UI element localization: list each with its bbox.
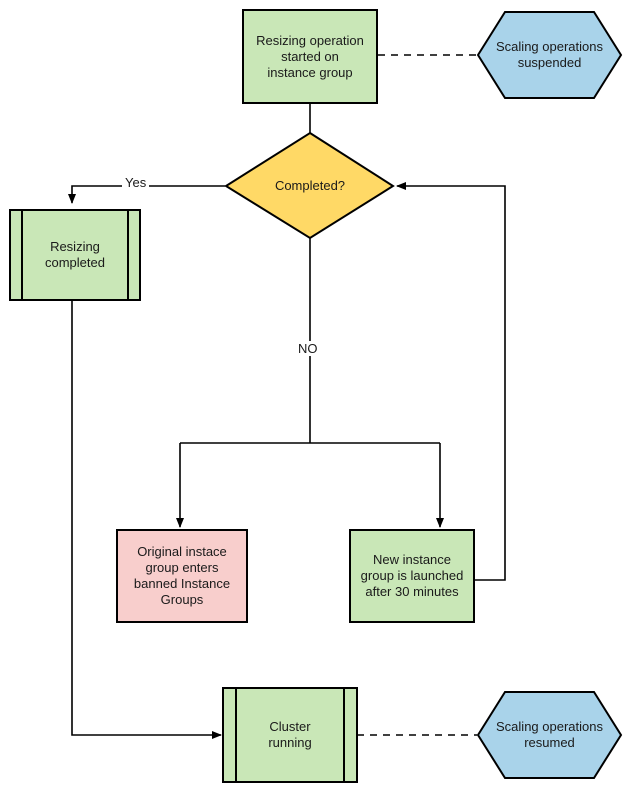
- edge-new-group-loop-back-to-decision: [396, 182, 506, 581]
- node-resizing-completed-shape[interactable]: [9, 209, 141, 301]
- node-scaling-suspended-shape[interactable]: [476, 11, 623, 99]
- edge-resizing-completed-to-cluster-running: [71, 300, 222, 739]
- edge-label-no: NO: [295, 341, 321, 356]
- node-scaling-resumed-shape[interactable]: [476, 691, 623, 779]
- edge-label-yes: Yes: [122, 175, 150, 190]
- node-completed-decision-shape[interactable]: [224, 131, 395, 240]
- node-original-group-banned-shape[interactable]: [116, 529, 248, 623]
- edge-decision-yes-to-resizing-completed: [68, 185, 225, 204]
- node-resizing-started-shape[interactable]: [242, 9, 378, 104]
- node-cluster-running-shape[interactable]: [222, 687, 358, 783]
- node-new-group-launched-shape[interactable]: [349, 529, 475, 623]
